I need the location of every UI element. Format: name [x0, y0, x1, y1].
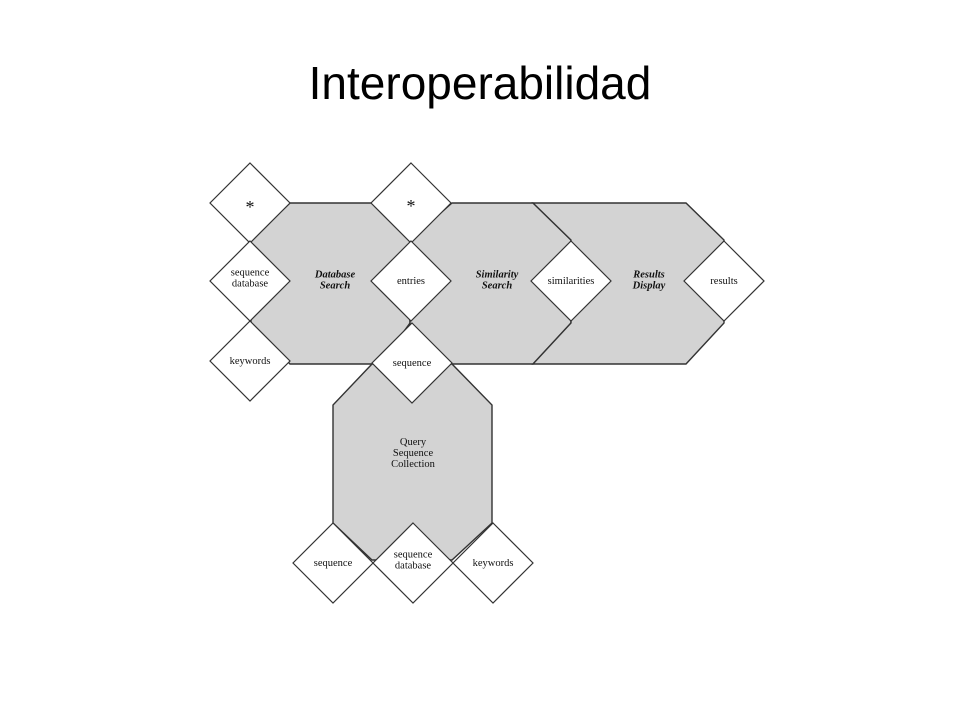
label-line: Collection [391, 459, 435, 470]
label-line: Database [314, 270, 356, 281]
label-line: Query [400, 437, 427, 448]
slide-title: Interoperabilidad [308, 57, 652, 109]
label-line: Results [632, 270, 665, 281]
label-line: entries [397, 276, 425, 287]
port-keywords-top [209, 320, 291, 402]
label-keywords-bottom: keywords [473, 558, 514, 569]
label-line: Similarity [476, 270, 519, 281]
label-line: similarities [548, 276, 595, 287]
port-entries [370, 240, 452, 322]
label-line: keywords [230, 356, 271, 367]
label-line: sequence [394, 550, 433, 561]
label-line: Search [320, 281, 350, 292]
label-star-database: * [246, 197, 255, 217]
label-sequence-mid: sequence [393, 358, 432, 369]
label-results: results [710, 276, 737, 287]
label-line: Display [632, 281, 666, 292]
label-line: database [395, 561, 431, 572]
label-line: sequence [314, 558, 353, 569]
label-line: sequence [231, 268, 270, 279]
label-line: sequence [393, 358, 432, 369]
label-line: keywords [473, 558, 514, 569]
label-line: results [710, 276, 737, 287]
label-line: * [246, 197, 255, 217]
port-results [683, 240, 765, 322]
port-similarities [530, 240, 612, 322]
label-star-similarity: * [407, 196, 416, 216]
label-line: database [232, 279, 268, 290]
hex-query-sequence-collection [332, 363, 493, 561]
label-line: Search [482, 281, 512, 292]
label-line: * [407, 196, 416, 216]
port-keywords-bottom [452, 522, 534, 604]
label-similarities: similarities [548, 276, 595, 287]
label-keywords-top: keywords [230, 356, 271, 367]
port-sequence-mid [371, 322, 453, 404]
port-sequence-bottom [292, 522, 374, 604]
label-sequence-bottom: sequence [314, 558, 353, 569]
label-entries: entries [397, 276, 425, 287]
label-line: Sequence [393, 448, 434, 459]
port-sequence-database-bottom [372, 522, 454, 604]
